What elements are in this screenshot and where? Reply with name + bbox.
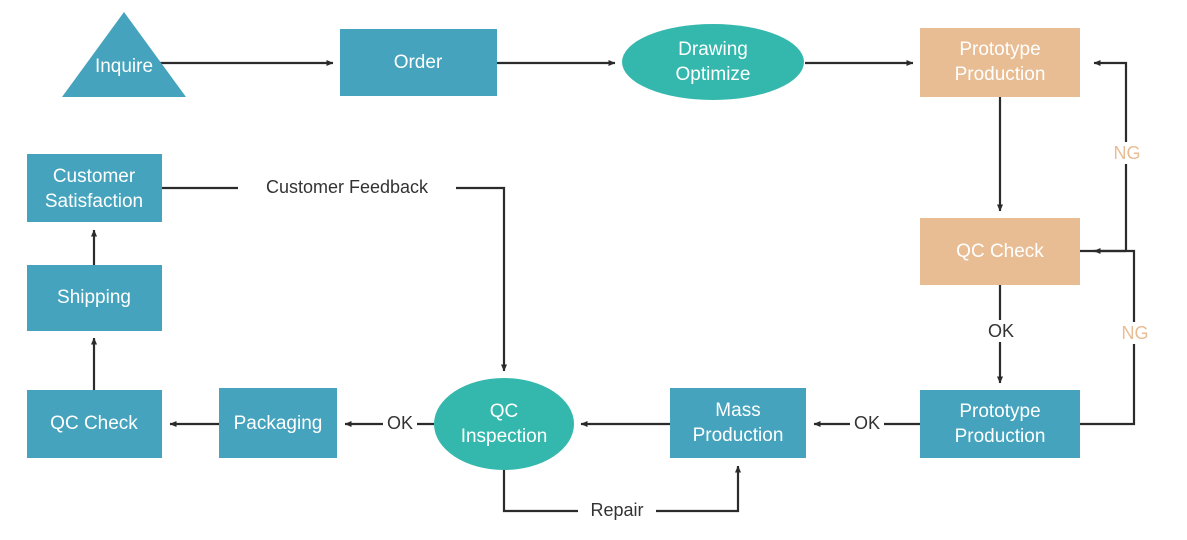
node-prototype-production-top[interactable]: Prototype Production	[920, 28, 1080, 97]
repair-label-bg	[578, 500, 656, 522]
node-inquire[interactable]: Inquire	[62, 12, 186, 97]
inquire-triangle-shape	[62, 12, 186, 97]
prototype-production-top-rect-shape	[920, 28, 1080, 97]
node-drawing-optimize[interactable]: Drawing Optimize	[622, 24, 804, 100]
ok-inspection-to-packaging-label-bg	[383, 413, 417, 435]
qc-inspection-ellipse-shape	[434, 378, 574, 470]
edge-ng-upper-qc-check-to-prototype-top	[1093, 59, 1128, 251]
node-order[interactable]: Order	[340, 29, 497, 96]
node-mass-production[interactable]: Mass Production	[670, 388, 806, 458]
customer-satisfaction-rect-shape	[27, 154, 162, 222]
node-qc-inspection[interactable]: QC Inspection	[434, 378, 574, 470]
customer-feedback-label-bg	[238, 177, 456, 199]
qc-check-right-rect-shape	[920, 218, 1080, 285]
node-qc-check-right[interactable]: QC Check	[920, 218, 1080, 285]
edge-label-ok-qc-to-prototype: OK	[988, 321, 1014, 341]
edge-label-repair: Repair	[590, 500, 643, 520]
packaging-rect-shape	[219, 388, 337, 458]
edge-label-ok-inspection-to-packaging: OK	[387, 413, 413, 433]
edges-layer: OK NG NG OK OK	[90, 59, 1154, 522]
prototype-production-bottom-rect-shape	[920, 390, 1080, 458]
ng-upper-label-bg	[1108, 142, 1146, 164]
node-shipping[interactable]: Shipping	[27, 265, 162, 331]
edge-label-ok-prototype-to-mass: OK	[854, 413, 880, 433]
edge-label-ng-lower: NG	[1122, 323, 1149, 343]
ok-proto-to-mass-label-bg	[850, 413, 884, 435]
ok-qc-to-proto-label-bg	[984, 320, 1018, 342]
edge-customer-feedback	[162, 186, 508, 372]
node-packaging[interactable]: Packaging	[219, 388, 337, 458]
edge-label-ng-upper: NG	[1114, 143, 1141, 163]
qc-check-left-rect-shape	[27, 390, 162, 458]
nodes-layer: Inquire Order Drawing Optimize Prototype…	[27, 12, 1080, 470]
edge-label-customer-feedback: Customer Feedback	[266, 177, 429, 197]
node-qc-check-left[interactable]: QC Check	[27, 390, 162, 458]
node-prototype-production-bottom[interactable]: Prototype Production	[920, 390, 1080, 458]
node-customer-satisfaction[interactable]: Customer Satisfaction	[27, 154, 162, 222]
ng-lower-label-bg	[1116, 322, 1154, 344]
order-rect-shape	[340, 29, 497, 96]
drawing-optimize-ellipse-shape	[622, 24, 804, 100]
mass-production-rect-shape	[670, 388, 806, 458]
shipping-rect-shape	[27, 265, 162, 331]
